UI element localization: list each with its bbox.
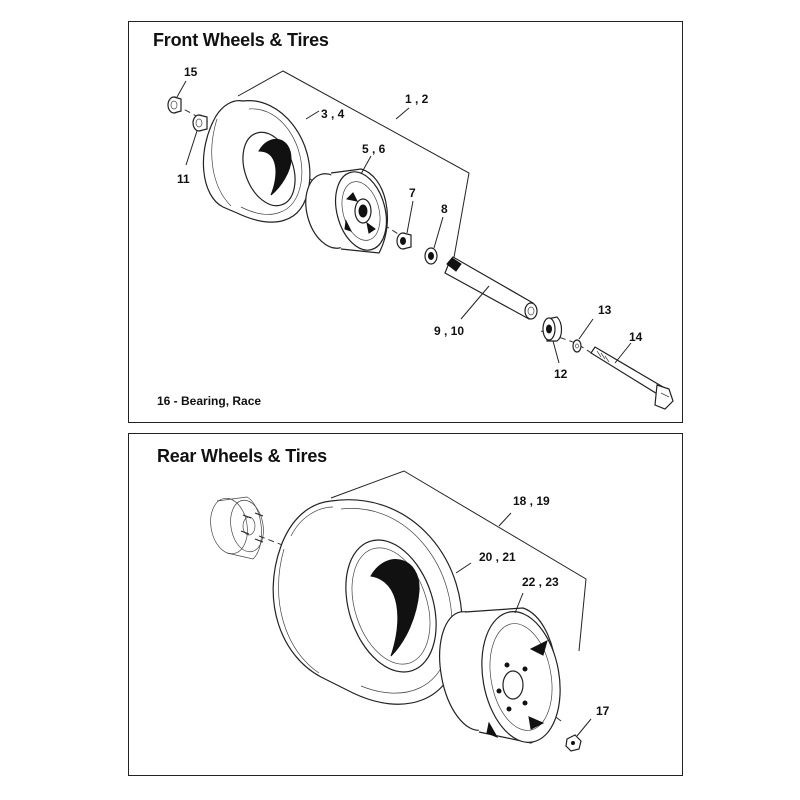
- leader-3-4: [305, 110, 320, 120]
- leader-5-6: [360, 155, 372, 175]
- leader-14: [614, 342, 632, 364]
- leader-1-2: [395, 107, 410, 120]
- leader-7: [406, 200, 414, 234]
- callout-18-19: 18 , 19: [513, 494, 550, 508]
- part-14-bolt: [590, 346, 674, 410]
- callout-9-10: 9 , 10: [434, 324, 464, 338]
- assembly-bracket-18-19: [330, 470, 587, 652]
- callout-13: 13: [598, 303, 612, 317]
- callout-15: 15: [184, 65, 198, 79]
- part-3-4-front-tire: [202, 100, 311, 223]
- front-panel-title: Front Wheels & Tires: [153, 30, 329, 50]
- front-wheels-panel: Front Wheels & Tires 16 - Bearing, Race: [128, 21, 683, 423]
- leader-15: [176, 80, 187, 98]
- front-exploded-diagram: 15 11 3 , 4 1 , 2 5 , 6 7 8 9 , 10 13 14…: [167, 65, 674, 410]
- part-7-spacer: [396, 232, 412, 250]
- rear-hub: [210, 496, 264, 560]
- part-12-bushing: [542, 316, 563, 342]
- part-11-bearing: [192, 114, 208, 132]
- callout-12: 12: [554, 367, 568, 381]
- part-5-6-front-rim: [305, 168, 389, 254]
- callout-7: 7: [409, 186, 416, 200]
- callout-5-6: 5 , 6: [362, 142, 386, 156]
- callout-8: 8: [441, 202, 448, 216]
- part-22-23-rear-rim: [439, 607, 561, 744]
- leader-20-21: [455, 562, 472, 574]
- rear-exploded-diagram: 18 , 19 20 , 21 22 , 23 17: [210, 470, 610, 752]
- bearing-race-note: 16 - Bearing, Race: [157, 394, 262, 408]
- part-15-nut: [167, 96, 182, 114]
- rear-wheels-panel: Rear Wheels & Tires: [128, 433, 683, 776]
- leader-13: [578, 318, 594, 340]
- leader-9-10: [460, 285, 490, 320]
- leader-8: [433, 216, 444, 249]
- leader-18-19: [498, 512, 512, 527]
- callout-17: 17: [596, 704, 610, 718]
- part-9-10-axle-tube: [444, 256, 538, 320]
- assembly-bracket-1-2: [237, 70, 470, 264]
- leader-11: [185, 130, 198, 166]
- callout-3-4: 3 , 4: [321, 107, 345, 121]
- part-17-lug-nut: [565, 734, 582, 752]
- part-20-21-rear-tire: [272, 499, 463, 705]
- leader-17: [576, 718, 592, 737]
- leader-12: [552, 340, 560, 364]
- callout-22-23: 22 , 23: [522, 575, 559, 589]
- callout-11: 11: [177, 172, 190, 186]
- callout-14: 14: [629, 330, 643, 344]
- part-8-washer: [424, 247, 438, 265]
- callout-20-21: 20 , 21: [479, 550, 516, 564]
- part-13-washer: [572, 339, 582, 353]
- rear-panel-title: Rear Wheels & Tires: [157, 446, 327, 466]
- callout-1-2: 1 , 2: [405, 92, 429, 106]
- leader-22-23: [514, 592, 524, 614]
